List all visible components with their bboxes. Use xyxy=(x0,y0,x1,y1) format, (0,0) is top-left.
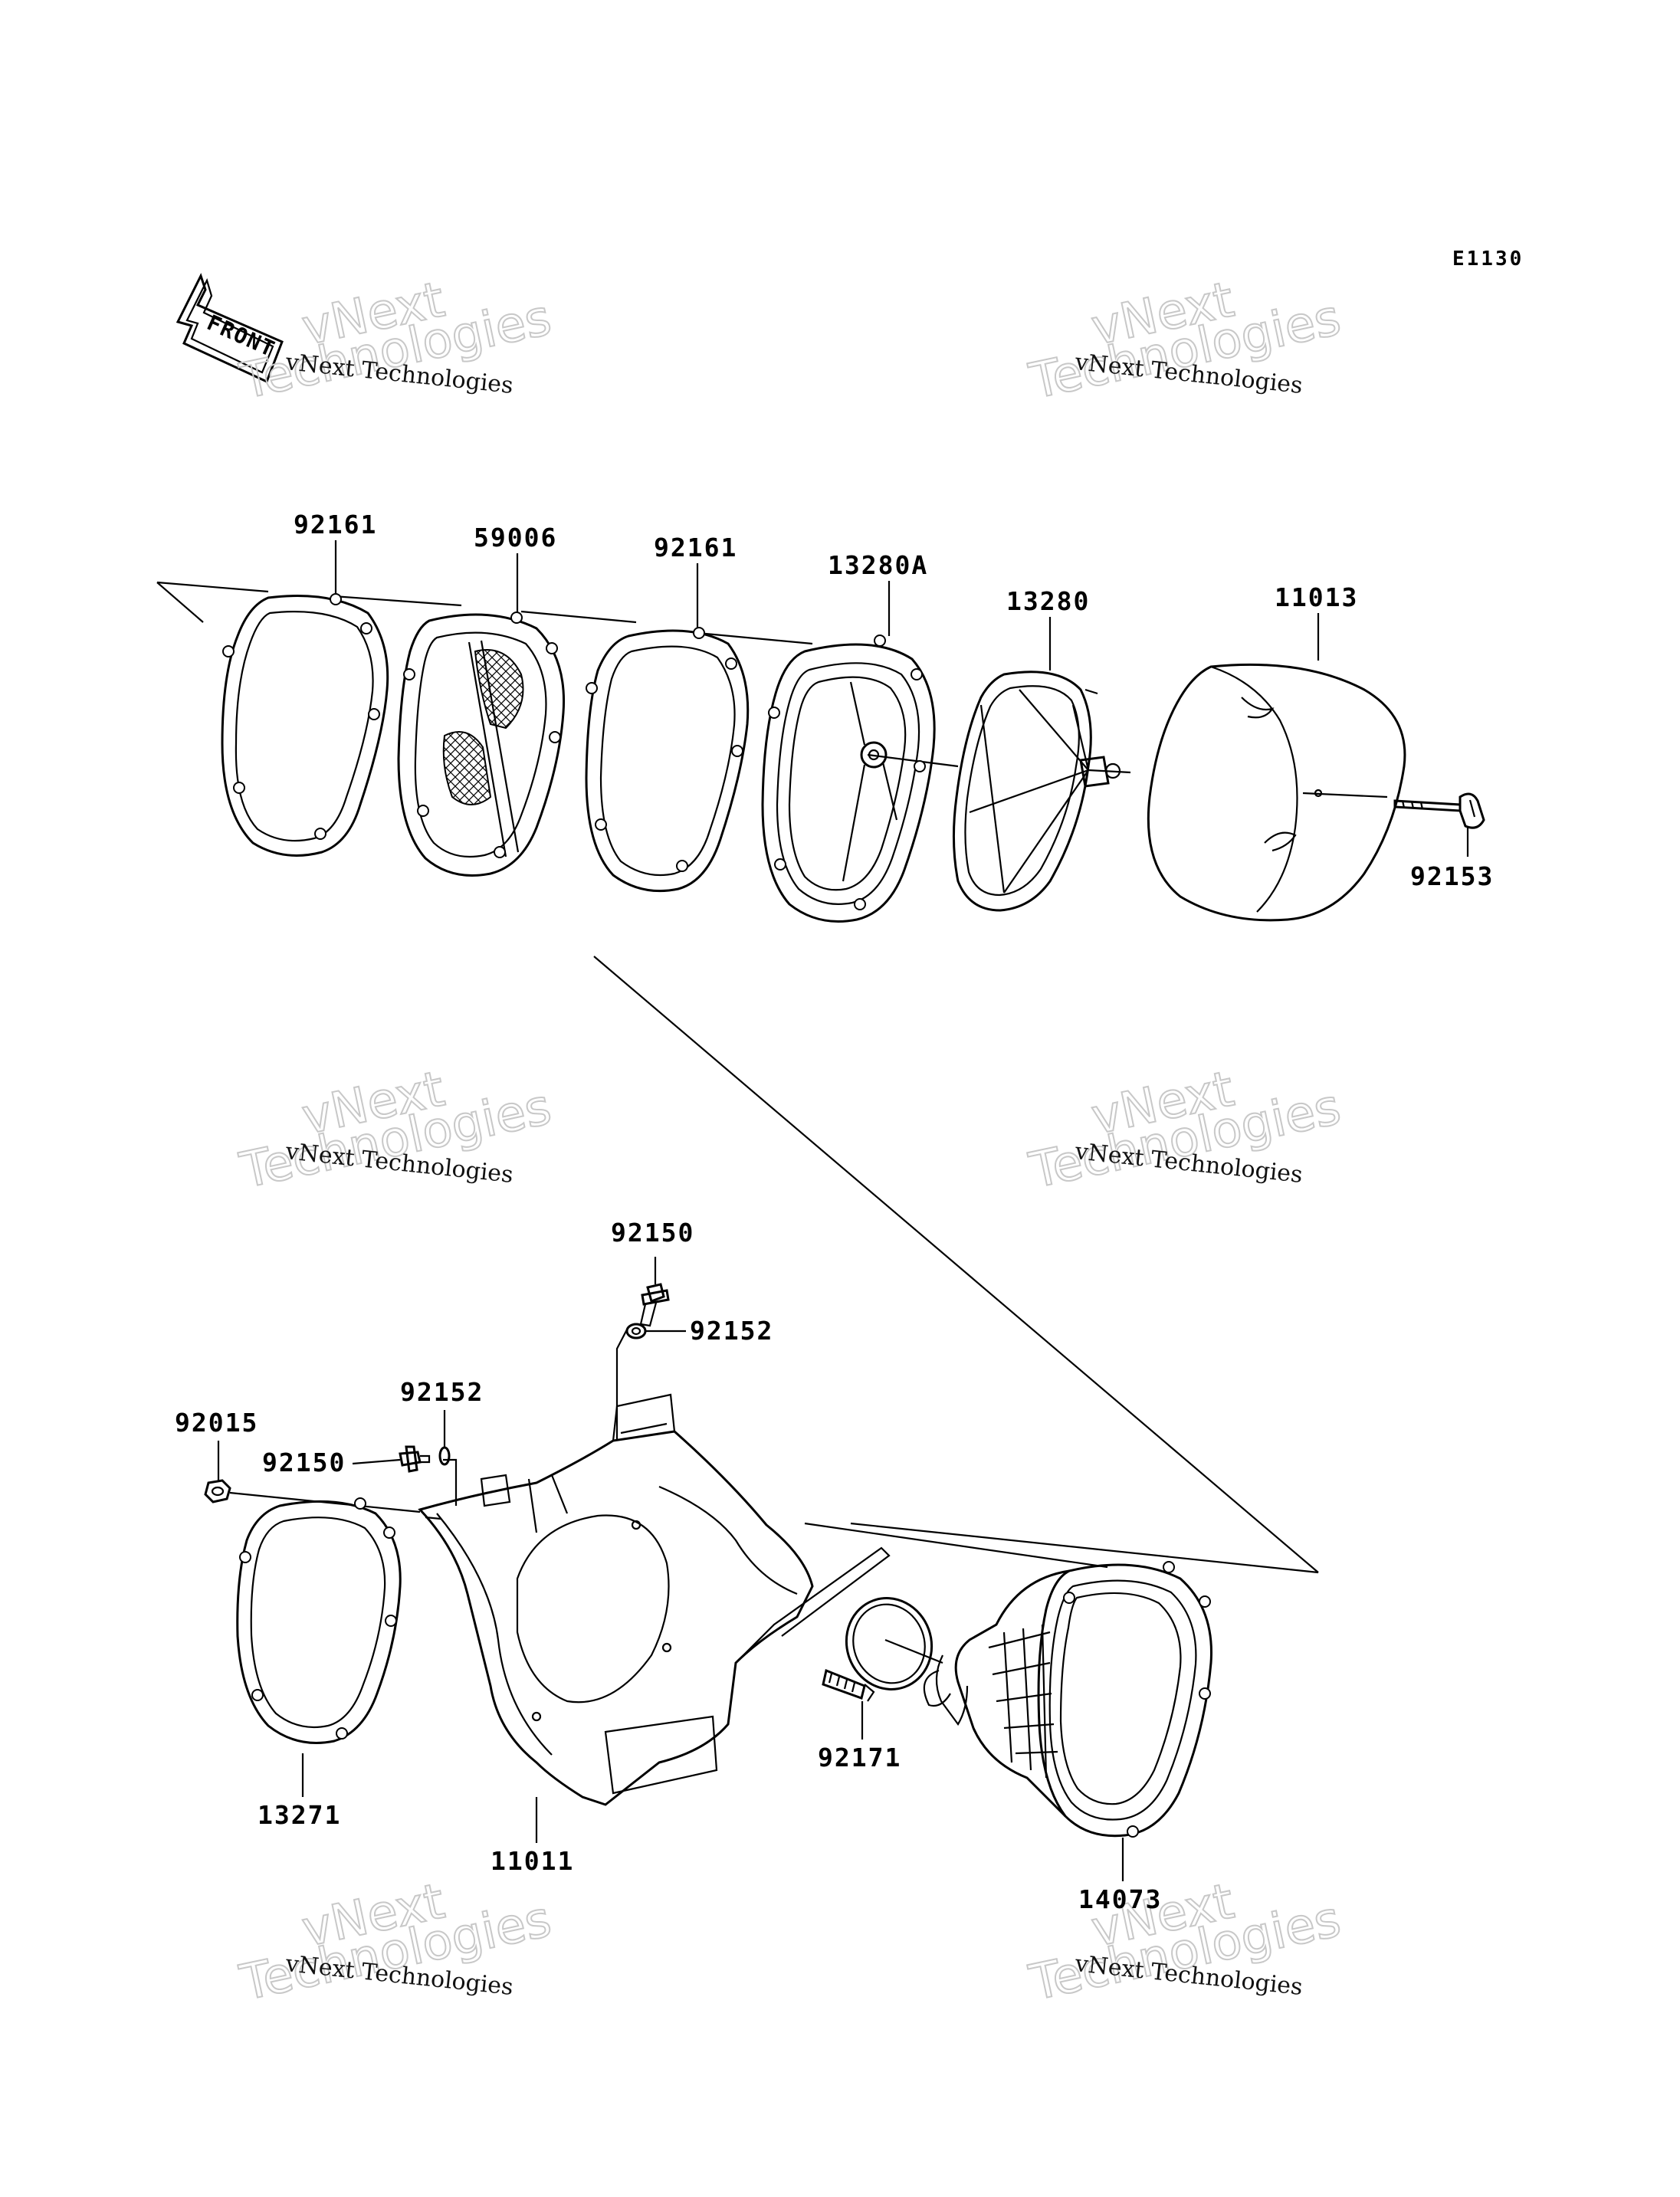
label-gasket-rear: 92161 xyxy=(654,533,737,562)
assembly-lines-top xyxy=(156,581,1388,1574)
label-bolt-top: 92150 xyxy=(611,1218,694,1248)
label-case: 11011 xyxy=(491,1846,574,1876)
case-part xyxy=(418,1393,891,1806)
label-gasket-case: 13271 xyxy=(258,1800,341,1830)
label-element: 11013 xyxy=(1275,582,1358,612)
watermark-bottom-left: vNext Technologies vNext Technologies xyxy=(235,1872,557,2012)
bolt-top-part xyxy=(639,1283,670,1327)
watermark-mid-left: vNext Technologies vNext Technologies xyxy=(235,1060,557,1200)
watermark-mid-right: vNext Technologies vNext Technologies xyxy=(1024,1060,1347,1200)
nut-part xyxy=(204,1479,231,1503)
holder-frame-part xyxy=(952,671,1121,912)
element-part xyxy=(1147,663,1406,922)
label-nut: 92015 xyxy=(175,1408,258,1438)
label-washer-top: 92152 xyxy=(690,1316,773,1346)
leader-lines xyxy=(217,540,1469,1881)
label-holder-a: 13280A xyxy=(828,550,928,580)
watermark-top-right: vNext Technologies vNext Technologies xyxy=(1024,271,1347,411)
label-element-screen: 59006 xyxy=(474,523,557,553)
watermark-bottom-right: vNext Technologies vNext Technologies xyxy=(1024,1872,1347,2012)
label-duct: 14073 xyxy=(1078,1884,1162,1914)
label-wing-bolt: 92153 xyxy=(1410,861,1494,891)
bolt-left-part xyxy=(399,1445,431,1473)
label-clamp: 92171 xyxy=(818,1743,901,1772)
gasket-front-part xyxy=(221,593,389,857)
clamp-part xyxy=(822,1597,934,1702)
label-bolt-left: 92150 xyxy=(262,1448,346,1477)
label-washer-left: 92152 xyxy=(400,1377,484,1407)
label-holder: 13280 xyxy=(1006,586,1090,616)
duct-part xyxy=(923,1561,1212,1838)
gasket-case-part xyxy=(236,1497,402,1744)
diagram-code: E1130 xyxy=(1452,248,1524,271)
wing-bolt-part xyxy=(1393,792,1485,829)
washer-top-part xyxy=(625,1323,647,1340)
assembly-lines-bottom xyxy=(229,1329,1108,1664)
gasket-rear-part xyxy=(585,627,750,893)
holder-a-part xyxy=(761,635,936,923)
element-screen-part xyxy=(397,612,566,877)
label-gasket-front: 92161 xyxy=(294,510,377,539)
washer-left-part xyxy=(438,1446,451,1466)
